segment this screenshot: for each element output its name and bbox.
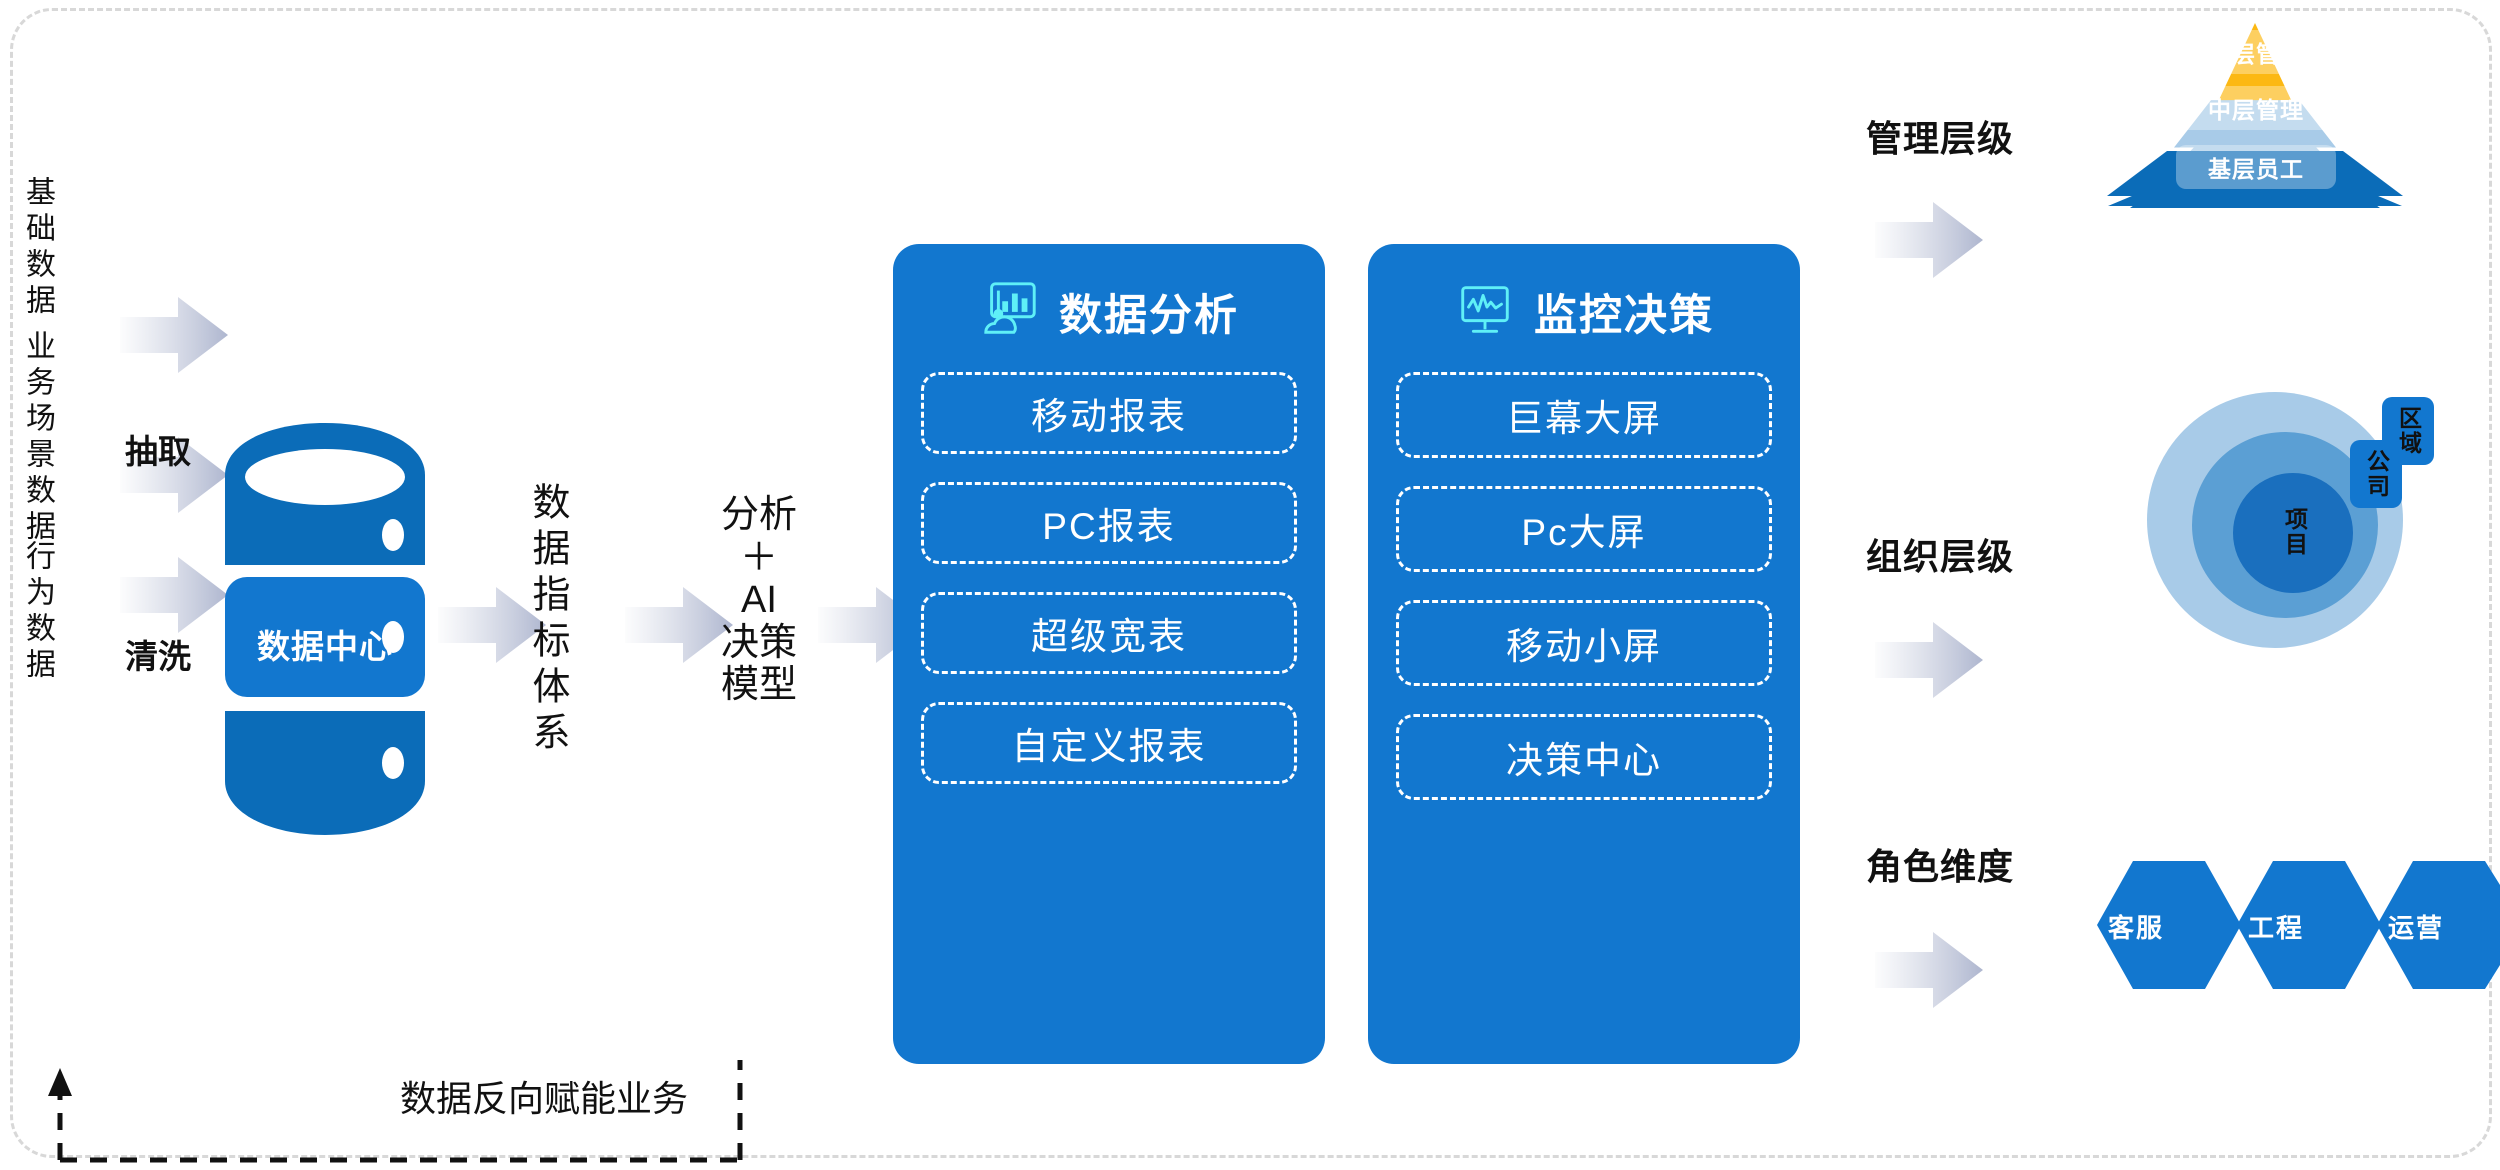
source-label-behavior-data: 行为数据	[21, 540, 54, 684]
org-tag-company: 公司	[2350, 440, 2402, 508]
panel-monitor-decision[interactable]: 监控决策 巨幕大屏 Pc大屏 移动小屏 决策中心	[1368, 244, 1800, 1064]
list-item[interactable]: 移动小屏	[1396, 600, 1772, 686]
chart-cloud-icon	[979, 278, 1041, 345]
panel-title: 监控决策	[1534, 291, 1714, 340]
feedback-label: 数据反向赋能业务	[400, 1078, 689, 1119]
panel-header: 监控决策	[1368, 278, 1800, 345]
feedback-dashed-arrow	[48, 1068, 740, 1163]
pyramid-label-top: 高层管理	[2176, 30, 2336, 74]
label-indicator-system: 数据指标体系	[526, 482, 568, 758]
label-extract: 抽取	[125, 433, 191, 470]
dimension-title-org-level: 组织层级	[1866, 536, 2015, 577]
label-ai-decision-model: 分析 ＋ AI 决策 模型	[720, 494, 797, 707]
list-item[interactable]: 决策中心	[1396, 714, 1772, 800]
pyramid-label-base: 基层员工	[2176, 145, 2336, 189]
list-item[interactable]: 超级宽表	[921, 592, 1297, 674]
list-item[interactable]: 自定义报表	[921, 702, 1297, 784]
list-item[interactable]: 移动报表	[921, 372, 1297, 454]
feedback-riser	[737, 1060, 743, 1160]
pyramid-base-shape	[2107, 151, 2403, 196]
arrow-into-db-bottom	[120, 557, 228, 633]
list-item[interactable]: Pc大屏	[1396, 486, 1772, 572]
panel-data-analysis[interactable]: 数据分析 移动报表 PC报表 超级宽表 自定义报表	[893, 244, 1325, 1064]
label-clean: 清洗	[125, 638, 191, 675]
panel-item-list: 移动报表 PC报表 超级宽表 自定义报表	[921, 372, 1297, 784]
source-label-basic-data: 基础数据	[21, 176, 54, 320]
dimension-title-management-level: 管理层级	[1866, 118, 2015, 159]
hex-label-customer-service: 客服	[2107, 912, 2164, 943]
arrow-into-db-mid	[120, 437, 228, 513]
arrow-into-db-top	[120, 297, 228, 373]
database-stack-icon	[225, 423, 425, 835]
data-center-label: 数据中心	[257, 628, 393, 665]
role-hexagons	[2097, 861, 2500, 989]
org-concentric-circles	[2147, 392, 2403, 648]
list-item[interactable]: PC报表	[921, 482, 1297, 564]
list-item[interactable]: 巨幕大屏	[1396, 372, 1772, 458]
panel-title: 数据分析	[1059, 291, 1239, 340]
hex-label-engineering: 工程	[2247, 912, 2304, 943]
panel-header: 数据分析	[893, 278, 1325, 345]
dimension-title-role: 角色维度	[1866, 846, 2015, 887]
arrow-db-to-indicator	[438, 587, 546, 663]
org-tag-project-label: 项目	[2281, 507, 2308, 557]
arrow-indicator-to-ai	[625, 587, 733, 663]
pyramid-label-mid: 中层管理	[2176, 86, 2336, 130]
arrow-to-org-circles	[1875, 622, 1983, 698]
arrow-to-hexagons	[1875, 932, 1983, 1008]
org-tag-project: 项目	[2268, 498, 2320, 566]
hex-label-operations: 运营	[2387, 912, 2444, 943]
org-tag-company-label: 公司	[2363, 449, 2390, 499]
panel-item-list: 巨幕大屏 Pc大屏 移动小屏 决策中心	[1396, 372, 1772, 800]
source-label-business-scene-data: 业务场景数据	[21, 330, 54, 546]
monitor-waveform-icon	[1454, 278, 1516, 345]
arrow-to-pyramid	[1875, 202, 1983, 278]
